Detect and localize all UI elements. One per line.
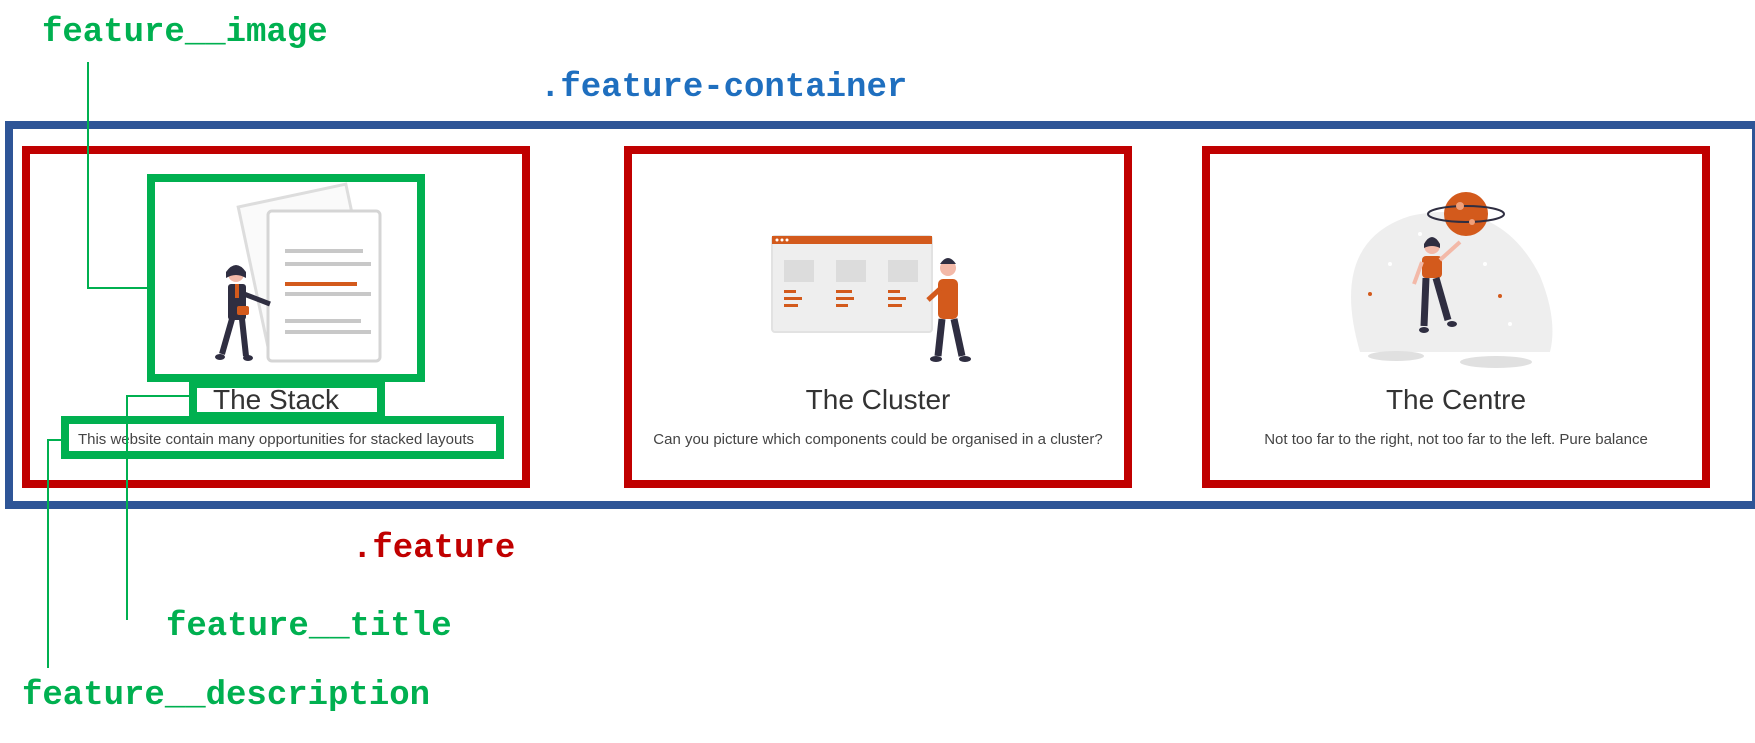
label-feature: .feature — [352, 530, 516, 568]
feature-title: The Stack — [212, 384, 340, 415]
feature-description: This website contain many opportunities … — [77, 431, 475, 448]
feature-title: The Cluster — [805, 384, 951, 415]
feature-card-stack: The Stack This website contain many oppo… — [22, 146, 530, 488]
leader-description — [47, 439, 63, 668]
feature-description: Not too far to the right, not too far to… — [1264, 431, 1648, 448]
label-feature-image: feature__image — [42, 14, 328, 52]
label-feature-container: .feature-container — [540, 69, 908, 107]
feature-container-outline — [5, 121, 1755, 509]
label-feature-title: feature__title — [166, 608, 452, 646]
cluster-illustration — [771, 235, 971, 362]
stack-illustration — [215, 182, 382, 363]
label-feature-description: feature__description — [22, 677, 431, 715]
feature-description-outline — [61, 416, 504, 459]
leader-image — [87, 62, 149, 289]
leader-title — [126, 395, 191, 620]
feature-card-cluster: The Cluster Can you picture which compon… — [624, 146, 1132, 488]
feature-title: The Centre — [1385, 384, 1527, 415]
centre-illustration — [1351, 192, 1553, 368]
feature-card-centre: The Centre Not too far to the right, not… — [1202, 146, 1710, 488]
feature-description: Can you picture which components could b… — [653, 431, 1103, 448]
feature-image-outline — [147, 174, 425, 382]
